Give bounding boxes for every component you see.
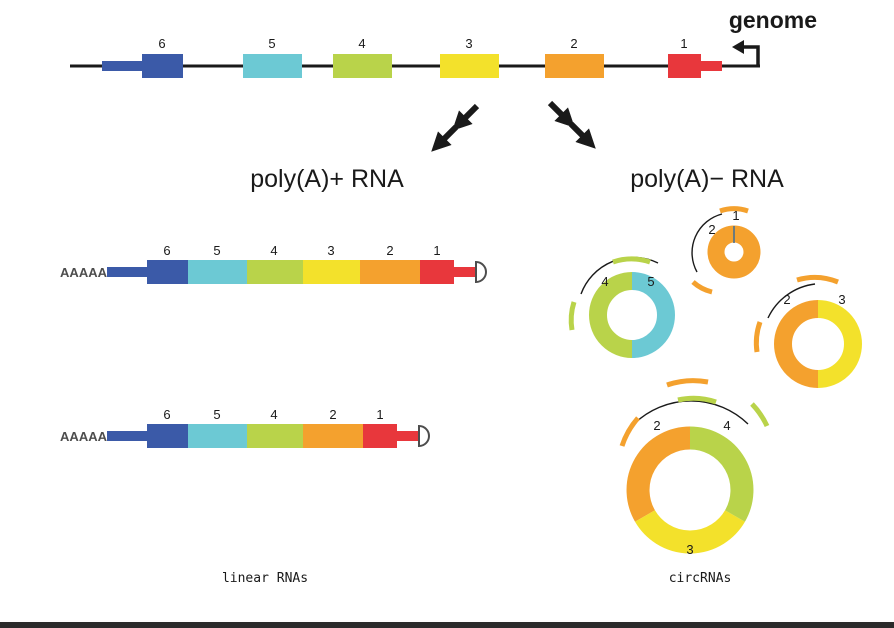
polyA-minus-label: poly(A)− RNA [630,165,784,193]
linear1-exon-3 [303,260,360,284]
circ2-read-1 [612,256,651,265]
genome-exon-6 [142,54,183,78]
linear2-label-4: 4 [270,407,277,422]
polyA-tail-text-1: AAAAA [60,265,108,280]
circ3-exon-2 [774,300,819,388]
circ4-label-2: 2 [653,418,660,433]
cap-1 [475,260,487,284]
linear1-label-3: 3 [327,243,334,258]
polyA-plus-label: poly(A)+ RNA [250,165,404,193]
circrna-3: 2 3 [753,274,862,388]
linear2-utr [397,431,419,441]
genome-exon-label-6: 6 [158,36,165,51]
genome-track: genome 1 2 3 4 5 6 [70,7,817,78]
circ4-arc [633,400,749,425]
genome-exon-3 [440,54,499,78]
circ4-label-4: 4 [723,418,730,433]
circ3-arc [767,283,816,319]
circrna-2: 4 5 [568,256,675,358]
linear2-label-5: 5 [213,407,220,422]
linear1-utr [454,267,476,277]
linear2-exon-6 [147,424,188,448]
polyA-tail-bar-2 [107,431,149,441]
genome-utr-left [102,61,143,71]
arrow-right-2 [568,121,596,149]
circ3-label-2: 2 [783,292,790,307]
circ1-label-2: 2 [708,222,715,237]
linear2-label-6: 6 [163,407,170,422]
circ3-exon-3 [817,300,862,388]
circ4-read-4 [750,402,770,428]
arrow-right-1 [547,100,575,128]
linear2-exon-5 [188,424,247,448]
linear2-label-1: 1 [376,407,383,422]
circ2-label-5: 5 [647,274,654,289]
genome-exon-label-2: 2 [570,36,577,51]
genome-exon-2 [545,54,604,78]
genome-exon-1 [668,54,701,78]
circ2-label-4: 4 [601,274,608,289]
circ4-read-3 [619,416,640,447]
circ1-read-1 [719,206,749,214]
genome-exon-label-5: 5 [268,36,275,51]
genome-utr-right [700,61,722,71]
cap-2 [418,424,430,448]
circ4-exon-3 [635,509,745,554]
genome-exon-label-4: 4 [358,36,365,51]
genome-title: genome [729,7,817,33]
circ2-exon-4 [589,272,633,358]
transcription-start-arrow [742,45,760,66]
genome-exon-4 [333,54,392,78]
circrna-4: 2 4 3 [619,378,770,557]
arrow-left-2 [431,124,459,152]
linear1-label-6: 6 [163,243,170,258]
linear1-exon-6 [147,260,188,284]
circ3-label-3: 3 [838,292,845,307]
linear1-label-5: 5 [213,243,220,258]
circ4-label-3: 3 [686,542,693,557]
linear2-label-2: 2 [329,407,336,422]
circ4-read-1 [666,378,709,388]
linear-rnas-caption: linear RNAs [222,571,308,586]
linear1-exon-5 [188,260,247,284]
linear-transcript-2: AAAAA 6 5 4 2 1 [60,407,430,448]
circ1-arc [691,213,723,273]
linear-transcript-1: AAAAA 6 5 4 3 2 1 [60,243,487,284]
linear1-exon-4 [247,260,303,284]
circrnas-caption: circRNAs [669,571,732,586]
genome-exon-label-3: 3 [465,36,472,51]
circ2-read-2 [568,301,577,331]
linear2-exon-2 [303,424,363,448]
circ4-exon-4 [689,426,754,522]
polyA-tail-bar-1 [107,267,149,277]
linear2-exon-4 [247,424,303,448]
genome-exon-5 [243,54,302,78]
transcription-start-arrowhead [732,40,744,54]
genome-exon-label-1: 1 [680,36,687,51]
branch-arrows [431,100,596,152]
linear1-label-2: 2 [386,243,393,258]
circ4-exon-2 [626,426,691,522]
arrow-left-1 [452,103,480,131]
circ3-read-2 [753,321,763,353]
linear1-label-1: 1 [433,243,440,258]
circ2-exon-5 [631,272,675,358]
circ4-read-2 [677,395,717,405]
linear2-exon-1 [363,424,397,448]
bottom-border [0,622,894,628]
circ1-read-2 [691,280,713,295]
linear1-exon-1 [420,260,454,284]
linear1-label-4: 4 [270,243,277,258]
circ1-label-1: 1 [732,208,739,223]
circrna-1: 1 2 [691,206,761,295]
linear1-exon-2 [360,260,420,284]
circ3-read-1 [796,274,839,285]
polyA-tail-text-2: AAAAA [60,429,108,444]
